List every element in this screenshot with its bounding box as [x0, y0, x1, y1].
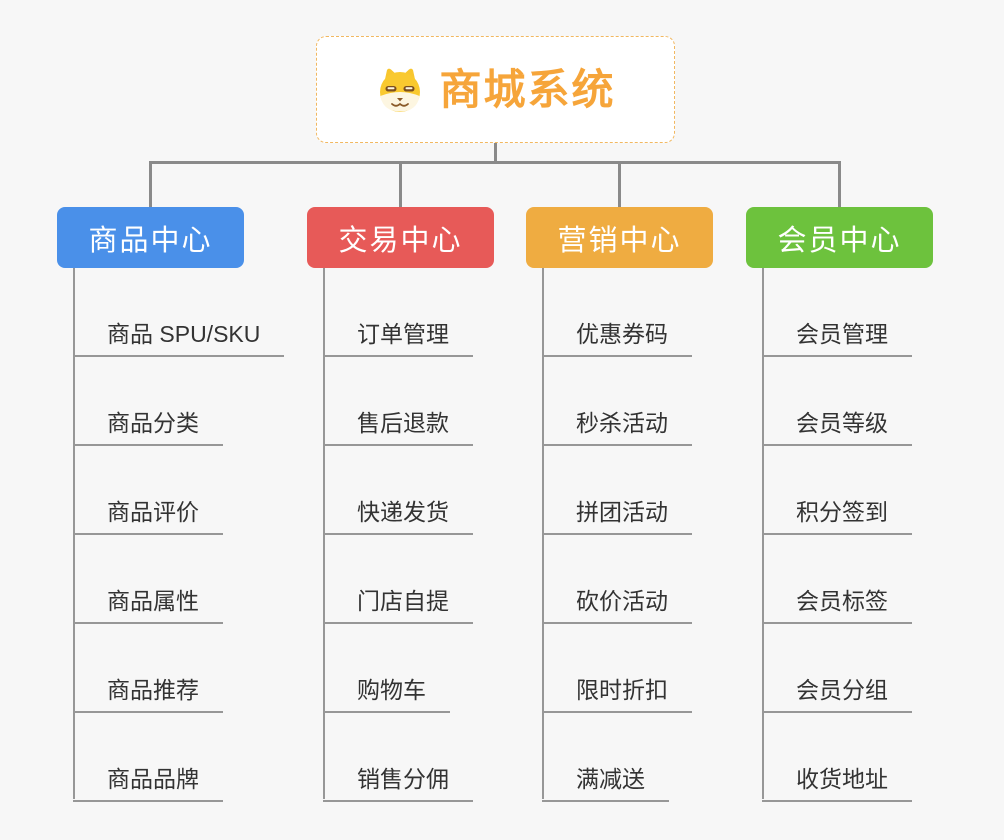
child-node[interactable]: 会员标签 — [762, 588, 912, 624]
child-node[interactable]: 订单管理 — [323, 321, 473, 357]
branch-node-member-center[interactable]: 会员中心 — [746, 207, 933, 268]
dog-face-icon — [380, 68, 421, 112]
child-node[interactable]: 商品推荐 — [73, 677, 223, 713]
root-title: 商城系统 — [439, 65, 616, 113]
branch-node-product-center[interactable]: 商品中心 — [57, 207, 244, 268]
child-node[interactable]: 商品分类 — [73, 410, 223, 446]
child-node[interactable]: 商品品牌 — [73, 766, 223, 802]
child-node[interactable]: 快递发货 — [323, 499, 473, 535]
connector-trunk-line — [149, 161, 841, 164]
child-connector-line — [762, 268, 764, 799]
child-node[interactable]: 门店自提 — [323, 588, 473, 624]
connector-root-stub — [494, 143, 497, 163]
child-node[interactable]: 砍价活动 — [542, 588, 692, 624]
child-node[interactable]: 商品 SPU/SKU — [73, 321, 285, 357]
child-node[interactable]: 销售分佣 — [323, 766, 473, 802]
child-connector-line — [542, 268, 544, 799]
child-node[interactable]: 收货地址 — [762, 766, 912, 802]
child-node[interactable]: 购物车 — [323, 677, 450, 713]
branch-node-marketing-center[interactable]: 营销中心 — [526, 207, 713, 268]
child-node[interactable]: 秒杀活动 — [542, 410, 692, 446]
child-node[interactable]: 售后退款 — [323, 410, 473, 446]
connector-drop-member — [838, 161, 841, 208]
child-node[interactable]: 满减送 — [542, 766, 669, 802]
branch-column-member: 会员管理 会员等级 积分签到 会员标签 会员分组 收货地址 — [762, 268, 912, 802]
child-node[interactable]: 会员等级 — [762, 410, 912, 446]
connector-drop-trade — [399, 161, 402, 208]
connector-drop-product — [149, 161, 152, 208]
connector-drop-marketing — [618, 161, 621, 208]
branch-column-trade: 订单管理 售后退款 快递发货 门店自提 购物车 销售分佣 — [323, 268, 473, 802]
child-node[interactable]: 优惠券码 — [542, 321, 692, 357]
child-node[interactable]: 会员管理 — [762, 321, 912, 357]
branch-node-trade-center[interactable]: 交易中心 — [307, 207, 494, 268]
child-connector-line — [323, 268, 325, 799]
child-connector-line — [73, 268, 75, 799]
child-node[interactable]: 限时折扣 — [542, 677, 692, 713]
branch-column-product: 商品 SPU/SKU 商品分类 商品评价 商品属性 商品推荐 商品品牌 — [73, 268, 285, 802]
child-node[interactable]: 积分签到 — [762, 499, 912, 535]
child-node[interactable]: 商品属性 — [73, 588, 223, 624]
branch-column-marketing: 优惠券码 秒杀活动 拼团活动 砍价活动 限时折扣 满减送 — [542, 268, 692, 802]
child-node[interactable]: 会员分组 — [762, 677, 912, 713]
child-node[interactable]: 商品评价 — [73, 499, 223, 535]
child-node[interactable]: 拼团活动 — [542, 499, 692, 535]
root-node-mall-system[interactable]: 商城系统 — [316, 36, 675, 143]
